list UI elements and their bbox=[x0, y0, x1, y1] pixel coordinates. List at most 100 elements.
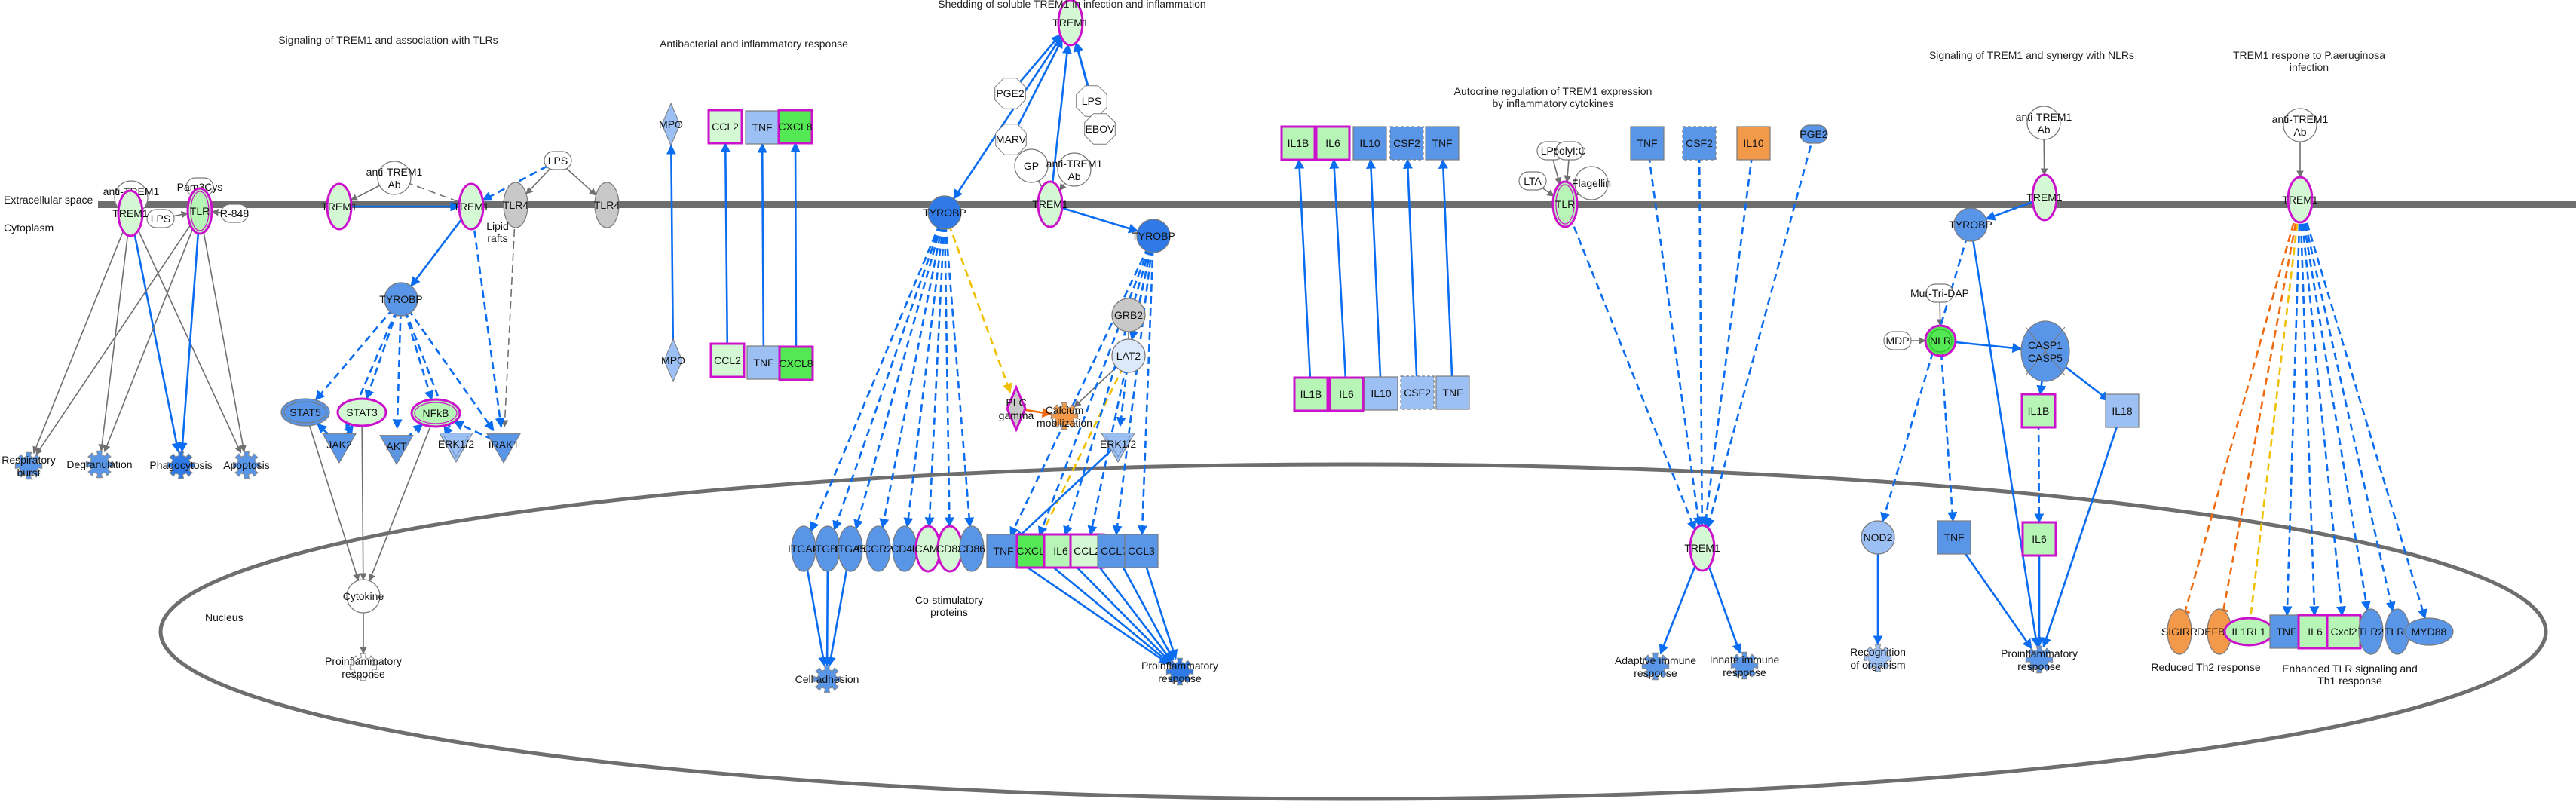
node-fcgr2b[interactable]: FCGR2B bbox=[857, 525, 900, 572]
node-pge2[interactable]: PGE2 bbox=[994, 78, 1026, 109]
node-nfkb[interactable]: NFkB bbox=[410, 398, 461, 428]
node-trem1[interactable]: TREM1 bbox=[321, 182, 357, 231]
node-phagocytosis[interactable]: Phagocytosis bbox=[149, 451, 213, 479]
node-tyrobp[interactable]: TYROBP bbox=[1949, 207, 1992, 242]
node-marv[interactable]: MARV bbox=[995, 124, 1027, 155]
node-tlr4[interactable]: TLR4 bbox=[2385, 608, 2410, 655]
node-mpo[interactable]: MPO bbox=[661, 338, 685, 383]
node-irak1[interactable]: IRAK1 bbox=[486, 433, 521, 464]
node-tyrobp[interactable]: TYROBP bbox=[379, 282, 423, 317]
node-akt[interactable]: AKT bbox=[379, 435, 414, 466]
node-cytokine[interactable]: Cytokine bbox=[343, 579, 384, 614]
node-il6[interactable]: IL6 bbox=[2021, 521, 2057, 557]
node-icam1[interactable]: ICAM1 bbox=[912, 525, 945, 573]
node-tnf[interactable]: TNF bbox=[1630, 126, 1665, 161]
node-ccl2[interactable]: CCL2 bbox=[707, 109, 743, 145]
node-csf2[interactable]: CSF2 bbox=[1682, 126, 1717, 161]
node-trem1[interactable]: TREM1 bbox=[112, 189, 149, 237]
node-trem1[interactable]: TREM1 bbox=[2282, 176, 2318, 224]
node-trem1[interactable]: TREM1 bbox=[1032, 180, 1068, 228]
node-tnf[interactable]: TNF bbox=[745, 110, 780, 145]
node-il10[interactable]: IL10 bbox=[1352, 126, 1387, 161]
node-trem1[interactable]: TREM1 bbox=[2026, 173, 2063, 222]
node-cxcl8[interactable]: CXCL8 bbox=[777, 109, 813, 145]
node-ccl3[interactable]: CCL3 bbox=[1124, 534, 1159, 568]
node-tyrobp[interactable]: TYROBP bbox=[923, 195, 966, 230]
node-tlr2[interactable]: TLR2 bbox=[2358, 608, 2384, 655]
node-sigirr[interactable]: SIGIRR bbox=[2161, 608, 2198, 655]
node-gp[interactable]: GP bbox=[1014, 148, 1049, 183]
node-itgb1[interactable]: ITGB1 bbox=[813, 525, 844, 572]
node-tnf[interactable]: TNF bbox=[1435, 375, 1470, 410]
node-polyi-c[interactable]: polyI:C bbox=[1553, 141, 1586, 161]
node-tnf[interactable]: TNF bbox=[1425, 126, 1460, 161]
node-tyrobp[interactable]: TYROBP bbox=[1132, 219, 1175, 253]
node-tnf[interactable]: TNF bbox=[986, 534, 1021, 568]
node-erk1-2[interactable]: ERK1/2 bbox=[1100, 433, 1136, 464]
node-il1b[interactable]: IL1B bbox=[1280, 125, 1316, 161]
node-jak2[interactable]: JAK2 bbox=[322, 433, 357, 464]
node-stat5[interactable]: STAT5 bbox=[280, 398, 330, 427]
node-lps[interactable]: LPS bbox=[1076, 85, 1107, 117]
node-flagellin[interactable]: Flagellin bbox=[1572, 166, 1611, 200]
node-csf2[interactable]: CSF2 bbox=[1389, 126, 1424, 161]
node-trem1[interactable]: TREM1 bbox=[1052, 0, 1089, 47]
node-il18[interactable]: IL18 bbox=[2105, 393, 2140, 428]
node-degranulation[interactable]: Degranulation bbox=[66, 450, 133, 479]
node-tlr4[interactable]: TLR4 bbox=[594, 182, 620, 228]
node-trem1[interactable]: TREM1 bbox=[453, 182, 489, 231]
node-stat3[interactable]: STAT3 bbox=[336, 397, 387, 427]
node-nod2[interactable]: NOD2 bbox=[1861, 520, 1895, 555]
node-tlr[interactable]: TLR bbox=[1551, 180, 1579, 228]
node-cxcl8[interactable]: CXCL8 bbox=[778, 345, 814, 381]
node-il10[interactable]: IL10 bbox=[1364, 376, 1398, 411]
node-lps[interactable]: LPS bbox=[146, 209, 175, 228]
node-csf2[interactable]: CSF2 bbox=[1400, 375, 1435, 410]
node-cxcl2[interactable]: Cxcl2 bbox=[2326, 614, 2362, 650]
node-cell-adhesion[interactable]: Cell adhesion bbox=[795, 665, 859, 693]
node-mdp[interactable]: MDP bbox=[1883, 331, 1912, 350]
node-il6[interactable]: IL6 bbox=[1328, 376, 1365, 412]
node-tnf[interactable]: TNF bbox=[1937, 520, 1971, 555]
node-lat2[interactable]: LAT2 bbox=[1111, 338, 1146, 373]
node-cd86[interactable]: CD86 bbox=[958, 525, 985, 572]
node-itgax[interactable]: ITGAX bbox=[788, 525, 820, 572]
node-lps[interactable]: LPS bbox=[544, 151, 572, 170]
node-tnf[interactable]: TNF bbox=[746, 345, 781, 380]
node-il1b[interactable]: IL1B bbox=[2020, 393, 2057, 429]
node-myd88[interactable]: MYD88 bbox=[2404, 617, 2454, 646]
node-lta[interactable]: LTA bbox=[1518, 171, 1547, 191]
node-tlr4[interactable]: TLR4 bbox=[503, 182, 528, 228]
node-ebov[interactable]: EBOV bbox=[1084, 113, 1116, 145]
node-il1b[interactable]: IL1B bbox=[1293, 376, 1329, 412]
node-ccl2[interactable]: CCL2 bbox=[709, 342, 746, 378]
node-trem1[interactable]: TREM1 bbox=[1684, 524, 1720, 572]
node-pge2[interactable]: PGE2 bbox=[1800, 124, 1828, 144]
node-mur-tri-dap[interactable]: Mur-Tri-DAP bbox=[1910, 283, 1969, 303]
node-grb2[interactable]: GRB2 bbox=[1111, 298, 1146, 332]
node-cd83[interactable]: CD83 bbox=[936, 525, 963, 573]
node-nlr[interactable]: NLR bbox=[1924, 324, 1957, 357]
node-mpo[interactable]: MPO bbox=[659, 102, 683, 147]
node-il10[interactable]: IL10 bbox=[1736, 126, 1771, 161]
node-erk1-2[interactable]: ERK1/2 bbox=[438, 433, 474, 464]
node-il6[interactable]: IL6 bbox=[1315, 125, 1351, 161]
node-r-848[interactable]: R-848 bbox=[220, 204, 249, 223]
node-itga5[interactable]: ITGA5 bbox=[835, 525, 866, 572]
node-tlr[interactable]: TLR bbox=[186, 187, 213, 235]
node-apoptosis[interactable]: Apoptosis bbox=[223, 451, 270, 479]
